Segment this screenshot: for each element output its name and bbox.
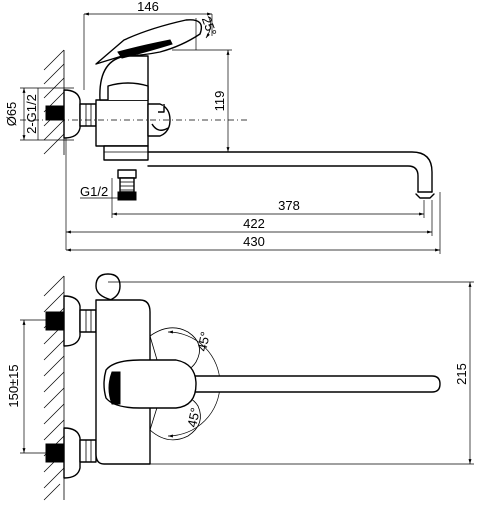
angle-45-lower-label: 45° (184, 406, 203, 428)
dim-146: 146 (83, 0, 213, 90)
wall-hatch-top (43, 49, 65, 155)
dim-430-label: 430 (243, 234, 265, 249)
dim-422-label: 422 (243, 216, 265, 231)
wall-fitting-top (45, 89, 97, 139)
dim-422: 422 (65, 138, 433, 250)
top-view: 146 25° 119 Ø65 2-G1/2 G1/2 (4, 0, 441, 254)
dim-65-label: Ø65 (4, 102, 19, 127)
outlet-connector (117, 169, 137, 201)
spout-front (149, 375, 441, 393)
dim-150-label: 150±15 (6, 364, 21, 407)
dim-215-label: 215 (454, 363, 469, 385)
dim-2g12-label: 2-G1/2 (24, 94, 39, 134)
dim-119: 119 (172, 49, 232, 153)
dim-150: 150±15 (6, 319, 50, 454)
dim-378-label: 378 (278, 198, 300, 213)
dim-25-label: 25° (199, 14, 220, 38)
lower-wall-fitting (45, 427, 97, 479)
dim-119-label: 119 (212, 91, 227, 112)
shower-hook (95, 273, 121, 301)
wall-hatch-bottom (43, 275, 65, 501)
handle-lever-top (95, 19, 203, 65)
dim-430: 430 (66, 192, 441, 254)
dim-215: 215 (108, 281, 474, 465)
dim-378: 378 (111, 178, 425, 218)
dim-g12-label: G1/2 (80, 184, 108, 199)
valve-body-top (95, 55, 171, 161)
upper-wall-fitting (45, 295, 97, 347)
dim-flange: Ø65 2-G1/2 (4, 87, 74, 141)
dim-146-label: 146 (137, 0, 159, 14)
bottom-view: 45° 45° 150±15 215 (6, 273, 474, 501)
dim-25-angle: 25° (195, 14, 220, 50)
spout-top (147, 151, 435, 199)
angle-45-upper-label: 45° (194, 330, 213, 352)
handle-front (103, 359, 197, 409)
